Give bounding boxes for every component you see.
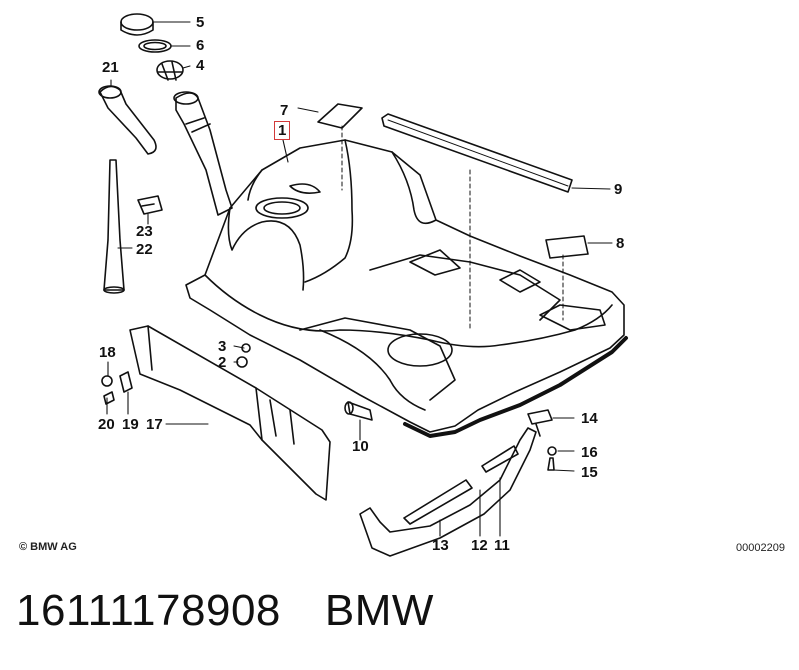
callout-18: 18 [99, 344, 116, 361]
callout-19: 19 [122, 416, 139, 433]
callout-12: 12 [471, 537, 488, 554]
callout-8: 8 [616, 235, 625, 252]
callout-14: 14 [581, 410, 598, 427]
part-23-clip-drawing [137, 195, 163, 215]
callout-13: 13 [432, 537, 449, 554]
part-17-shield-drawing [129, 325, 331, 501]
callout-21: 21 [102, 59, 119, 76]
callout-20: 20 [98, 416, 115, 433]
fasteners-drawing [101, 343, 251, 405]
callout-10: 10 [352, 438, 369, 455]
callout-15: 15 [581, 464, 598, 481]
drawing-number: 00002209 [736, 542, 785, 554]
part-15-16-bolt-drawing [547, 446, 557, 471]
part-21-hose-drawing [98, 85, 233, 216]
part-14-bracket-drawing [527, 409, 553, 437]
callout-23: 23 [136, 223, 153, 240]
fuel-tank-drawing [185, 125, 628, 438]
callout-17: 17 [146, 416, 163, 433]
part-4-sender-drawing [156, 60, 184, 81]
part-6-ring-drawing [138, 39, 172, 53]
callout-4: 4 [196, 57, 205, 74]
callout-9: 9 [614, 181, 623, 198]
part-number: 16111178908 [16, 586, 281, 635]
callout-7: 7 [280, 102, 289, 119]
callout-1-highlighted: 1 [274, 121, 291, 140]
callout-2: 2 [218, 354, 227, 371]
part-10-sleeve-drawing [344, 401, 373, 421]
leader-lines [106, 21, 613, 537]
part-caption: 16111178908 BMW [16, 586, 434, 636]
callout-3: 3 [218, 338, 227, 355]
part-11-strap-drawing [359, 427, 537, 557]
part-8-pad-drawing [545, 235, 589, 259]
callout-16: 16 [581, 444, 598, 461]
part-5-cap-drawing [120, 13, 154, 36]
copyright-label: © BMW AG [19, 541, 77, 553]
brand-name: BMW [324, 586, 434, 635]
callout-6: 6 [196, 37, 205, 54]
callout-22: 22 [136, 241, 153, 258]
part-9-strip-drawing [381, 113, 573, 193]
callout-11: 11 [494, 537, 510, 554]
part-22-rod-drawing [103, 159, 125, 294]
callout-5: 5 [196, 14, 205, 31]
part-7-pad-drawing [317, 103, 363, 129]
